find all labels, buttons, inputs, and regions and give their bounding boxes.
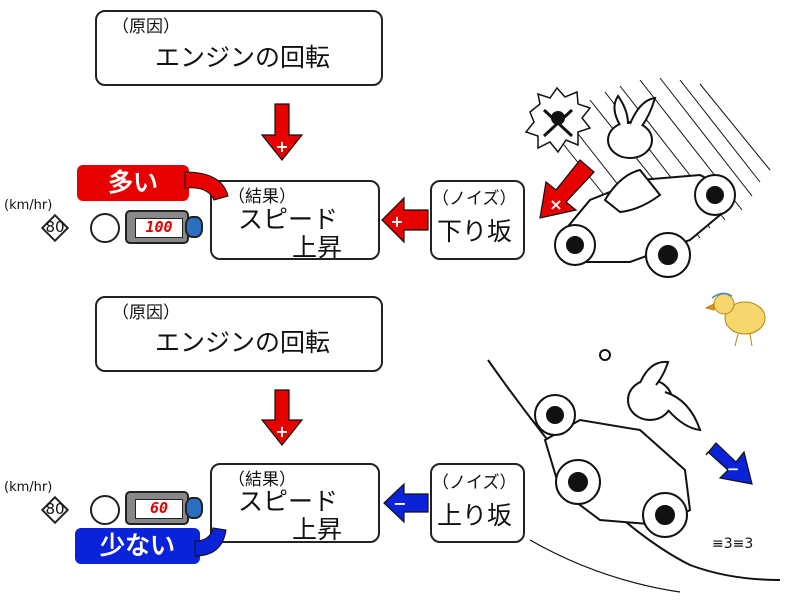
- top-result-line1: スピード: [238, 205, 339, 234]
- top-rabbit-car-illustration: [554, 94, 736, 278]
- bottom-speed-gun: 60: [125, 491, 203, 525]
- bottom-result-line1: スピード: [238, 487, 339, 516]
- top-speed-reading: 100: [135, 218, 183, 238]
- second-slope-line: [529, 539, 681, 593]
- bottom-speed-reading: 60: [135, 499, 183, 519]
- bottom-speed-gun-lens: [185, 497, 203, 519]
- bottom-noise-arrow-sign: −: [393, 494, 406, 513]
- top-speed-gun: 100: [125, 210, 203, 244]
- bottom-amount-badge-label: 少ない: [99, 531, 175, 560]
- bottom-cause-arrow-sign: +: [275, 422, 288, 441]
- bottom-noise-arrow: [383, 482, 429, 524]
- exhaust-puff-text: ≡3≡3: [712, 536, 753, 552]
- duck-doodle-illustration: [704, 292, 766, 347]
- top-noise-arrow: [381, 196, 429, 244]
- top-noise-box: [430, 180, 525, 260]
- bottom-cause-arrow: [260, 389, 304, 446]
- top-speed-unit: (km/hr): [4, 198, 53, 213]
- top-scene-arrow: [539, 159, 595, 219]
- bottom-scene-arrow: [705, 442, 753, 485]
- top-cause-arrow-sign: +: [275, 137, 288, 156]
- bottom-speed-limit-value: 80: [45, 500, 65, 518]
- top-speed-gun-lens: [185, 216, 203, 238]
- top-amount-badge-label: 多い: [107, 168, 158, 197]
- top-speed-limit-value: 80: [45, 218, 65, 236]
- bottom-rabbit-car-illustration: [534, 349, 702, 538]
- top-amount-badge: 多い: [77, 165, 189, 201]
- bottom-scene-arrow-sign: −: [727, 460, 740, 478]
- bottom-result-line2: 上昇: [292, 515, 343, 544]
- bottom-cause-text: エンジンの回転: [155, 328, 331, 357]
- bottom-noise-text: 上り坂: [437, 501, 513, 530]
- top-cause-arrow: [260, 103, 304, 161]
- bottom-frown-face-icon: [90, 495, 120, 525]
- top-scene-arrow-sign: ×: [549, 195, 562, 214]
- bottom-amount-badge: 少ない: [75, 528, 200, 564]
- top-cause-box: [95, 10, 383, 86]
- skull-burst-icon: [524, 86, 592, 154]
- bottom-badge-connector: [194, 527, 227, 557]
- top-speed-limit-sign: 80: [40, 213, 70, 243]
- bottom-speed-unit: (km/hr): [4, 480, 53, 495]
- bottom-noise-box: [430, 463, 525, 543]
- top-badge-connector: [184, 171, 229, 201]
- top-noise-tag: （ノイズ）: [432, 189, 517, 209]
- top-cause-tag: （原因）: [112, 17, 180, 37]
- bottom-speed-limit-sign: 80: [40, 495, 70, 525]
- top-frown-face-icon: [90, 213, 120, 243]
- bottom-result-tag: （結果）: [228, 470, 296, 490]
- bottom-cause-tag: （原因）: [112, 303, 180, 323]
- top-result-tag: （結果）: [228, 187, 296, 207]
- bottom-result-box: [210, 463, 380, 543]
- top-result-line2: 上昇: [292, 233, 343, 262]
- top-noise-text: 下り坂: [437, 217, 513, 246]
- top-noise-arrow-sign: +: [390, 212, 403, 231]
- top-result-box: [210, 180, 380, 260]
- top-cause-text: エンジンの回転: [155, 43, 331, 72]
- bottom-noise-tag: （ノイズ）: [432, 473, 517, 493]
- bottom-cause-box: [95, 296, 383, 372]
